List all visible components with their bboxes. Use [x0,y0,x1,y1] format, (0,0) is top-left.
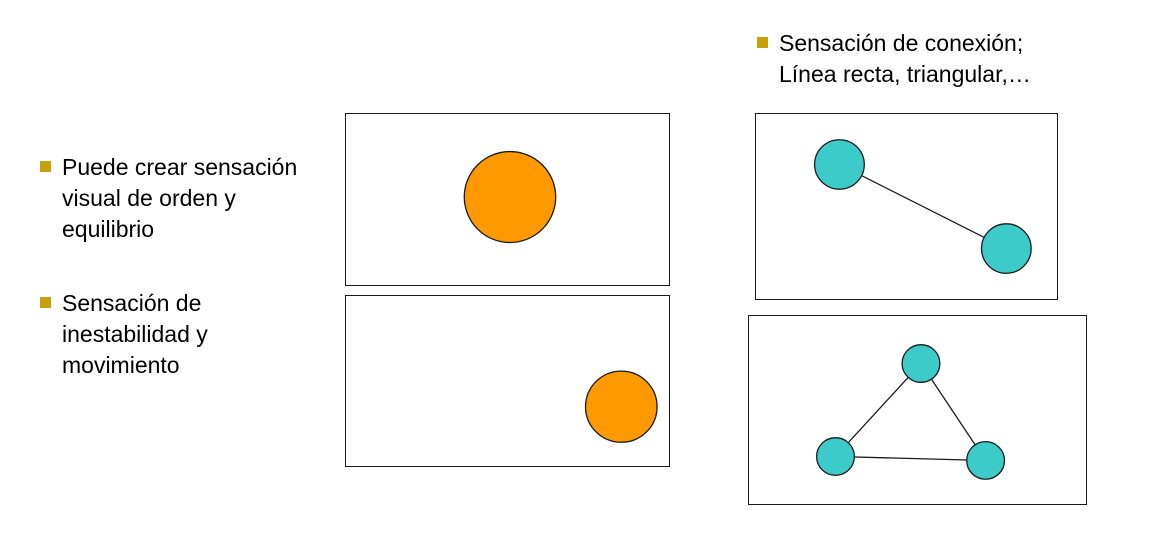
teal-circle-lower-right [980,223,1032,274]
teal-circle-left [815,437,856,476]
bullet-item-connection: Sensación de conexión; Línea recta, tria… [757,28,1117,90]
figure-centered-circle [345,113,670,286]
faint-residual-artifact [18,58,308,110]
figure-line-connection [755,113,1058,300]
triangle-canvas [815,344,1006,480]
square-bullet-icon [757,37,768,48]
bullet-text-connection: Sensación de conexión; Línea recta, tria… [779,30,1031,87]
bullet-text-order: Puede crear sensación visual de orden y … [62,154,298,242]
teal-circle-right [966,441,1006,480]
square-bullet-icon [40,297,51,308]
edge-left-to-right [835,455,986,462]
edge-upper-left-to-lower-right [839,163,1007,250]
edge-apex-to-left [835,363,922,457]
centered-circle-canvas [463,150,557,244]
teal-circle-apex [901,344,941,383]
figure-offset-circle [345,295,670,467]
teal-circle-upper-left [813,139,865,190]
offset-circle-canvas [584,370,658,443]
orange-circle-lower-right [584,370,658,443]
bullet-item-movement: Sensación de inestabilidad y movimiento [40,288,340,381]
orange-circle-center [463,150,557,244]
figure-triangle-connection [748,315,1087,505]
bullet-text-movement: Sensación de inestabilidad y movimiento [62,290,208,378]
bullet-item-order: Puede crear sensación visual de orden y … [40,152,360,245]
line-connection-canvas [813,139,1032,274]
square-bullet-icon [40,161,51,172]
